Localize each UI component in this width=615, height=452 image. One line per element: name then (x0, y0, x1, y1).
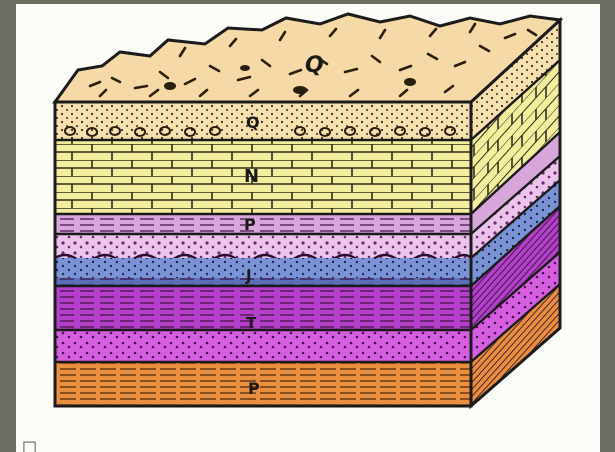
layer-t-sand-front (55, 330, 471, 362)
caption-marker: □ (22, 437, 37, 452)
label-t: T (246, 314, 257, 332)
label-n: N (244, 166, 259, 187)
front-face (55, 102, 471, 406)
layer-n-front (55, 140, 471, 214)
label-j: J (245, 267, 252, 285)
layer-p-orange-front (55, 362, 471, 406)
label-q-sand: Q (246, 113, 260, 132)
label-q-top: Q (305, 53, 324, 78)
label-p-upper: P (244, 215, 256, 234)
label-p-lower: P (248, 379, 260, 398)
